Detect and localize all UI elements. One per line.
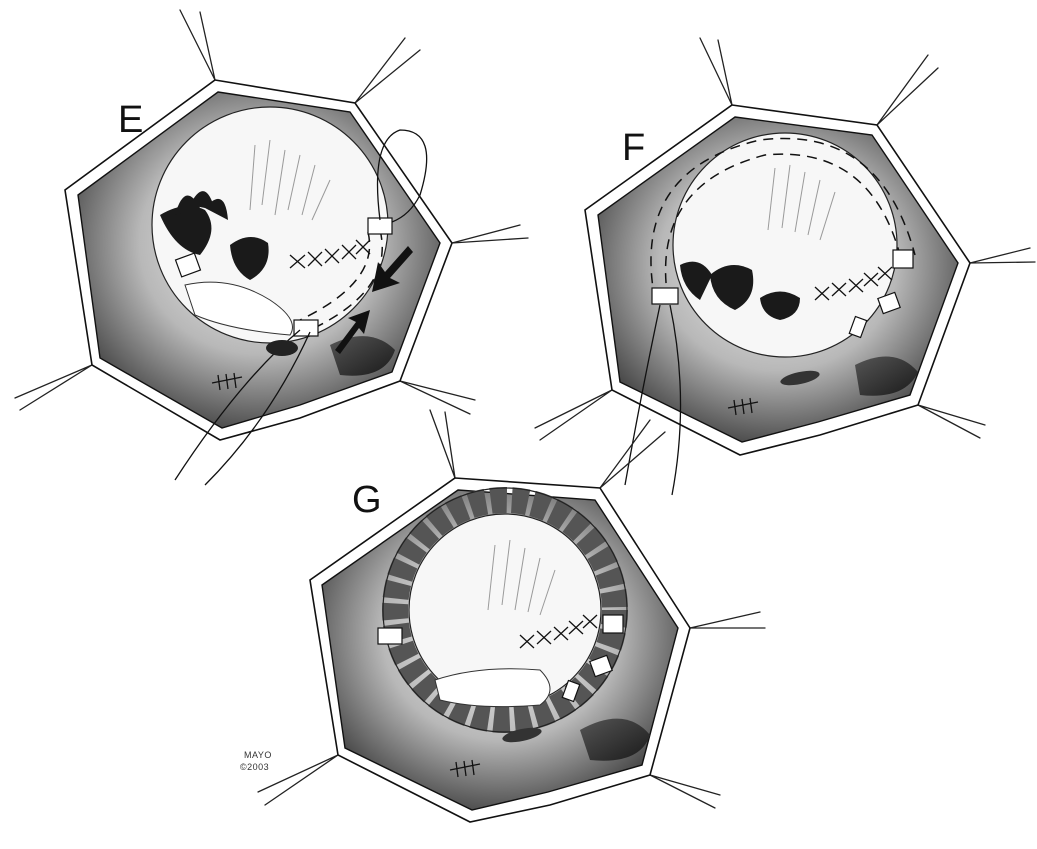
posterior-tissue	[184, 281, 293, 336]
tick-marks	[449, 759, 481, 778]
trailing-suture	[669, 304, 682, 496]
suture-row	[289, 239, 371, 269]
coronary-sinus-mark	[502, 727, 542, 743]
prosthetic-ring-cuff	[382, 487, 628, 733]
pledget	[293, 319, 319, 337]
tissue-streaks	[767, 164, 836, 241]
coronary-sinus-mark	[780, 370, 820, 386]
arrow-down-left-icon	[372, 246, 413, 292]
panel-f	[534, 37, 1036, 496]
tick-marks	[211, 372, 243, 391]
pledget	[367, 217, 393, 235]
pledget	[561, 679, 581, 703]
shadow-region	[580, 718, 650, 761]
panel-e	[14, 9, 529, 486]
arrow-up-right-icon	[335, 310, 370, 354]
trailing-suture	[204, 331, 311, 486]
credit-line-2: ©2003	[240, 762, 269, 772]
pledget	[877, 291, 901, 315]
retractor-sutures	[534, 37, 1036, 441]
shadow-region	[330, 336, 395, 376]
leaflet-fans	[680, 261, 800, 320]
suture-row	[519, 614, 598, 649]
pledget	[377, 627, 403, 645]
dashed-suture-arc	[309, 229, 383, 331]
panel-g	[257, 409, 766, 823]
coronary-sinus-mark	[266, 340, 298, 356]
pledget	[602, 614, 624, 634]
pledget	[651, 287, 679, 305]
leaflet-fans	[160, 191, 269, 280]
shadow-region	[855, 356, 918, 396]
dashed-suture-arc	[650, 137, 916, 301]
retractor-sutures	[14, 9, 529, 415]
panel-label-f: F	[622, 127, 645, 169]
credit-line-1: MAYO	[244, 750, 272, 760]
prosthetic-ring-edge	[382, 487, 628, 733]
dashed-suture-arc-inner	[299, 231, 371, 321]
tick-marks	[727, 397, 759, 416]
pledget	[892, 249, 914, 269]
panel-label-e: E	[118, 99, 143, 141]
dashed-suture-arc-inner	[664, 153, 901, 301]
retractor-sutures	[257, 409, 766, 809]
posterior-tissue	[434, 668, 551, 708]
tissue-streaks	[487, 539, 556, 616]
pledget	[174, 252, 202, 278]
trailing-suture	[624, 304, 661, 486]
suture-row	[814, 266, 893, 301]
panel-label-g: G	[352, 479, 382, 521]
tissue-streaks	[249, 139, 331, 221]
suture-loop	[376, 129, 428, 223]
pledget	[589, 654, 613, 678]
pledget	[848, 315, 868, 339]
